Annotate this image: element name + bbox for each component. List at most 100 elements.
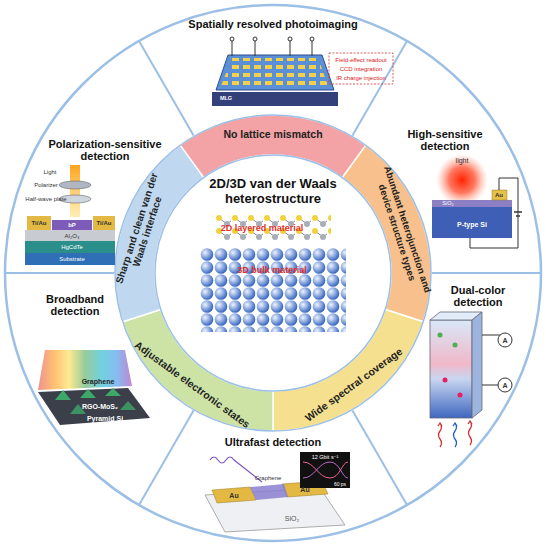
imaging-array xyxy=(312,40,313,56)
figure-label: Polarizer xyxy=(34,182,58,188)
figure-label: 3D bulk material xyxy=(237,266,307,275)
figure-label: Graphene xyxy=(82,378,115,385)
graphene-photodetector xyxy=(303,462,348,478)
property-label: No lattice mismatch xyxy=(203,129,343,141)
photodiode-device xyxy=(492,190,507,200)
sector-divider xyxy=(139,410,194,505)
sector-divider xyxy=(431,272,541,274)
figure-label: SiO₂ xyxy=(442,201,453,207)
figure-label: 60 ps xyxy=(334,482,346,487)
figure-label: Substrate xyxy=(59,256,85,262)
figure-label: A xyxy=(502,382,507,389)
bulk-lattice xyxy=(200,248,346,332)
application-sector: Ultrafast detection xyxy=(198,436,348,448)
figure-label: 12 Gbit s⁻¹ xyxy=(312,455,339,461)
photodiode-device xyxy=(436,154,488,206)
imaging-array xyxy=(216,55,334,90)
imaging-array xyxy=(230,37,234,41)
broadband-device xyxy=(55,390,71,400)
dual-band-detector xyxy=(443,378,448,383)
polarization-setup xyxy=(25,240,115,265)
sector-title: Spatially resolved photoimaging xyxy=(173,18,373,30)
sector-divider xyxy=(5,272,115,274)
figure-label: Ti/Au xyxy=(32,220,47,226)
dual-band-detector xyxy=(472,312,482,418)
figure-label: 2D layered material xyxy=(221,224,304,233)
figure-label: Au xyxy=(229,492,238,499)
figure-label: Light xyxy=(43,169,56,175)
graphene-photodetector xyxy=(250,484,288,500)
sector-divider xyxy=(352,41,407,136)
dual-band-detector xyxy=(458,393,463,398)
polarization-setup xyxy=(93,216,115,230)
imaging-array xyxy=(310,37,314,41)
dual-band-detector xyxy=(498,378,512,392)
application-sector: High-sensitive detection xyxy=(390,128,500,153)
imaging-array xyxy=(212,92,338,106)
layered-lattice xyxy=(215,215,331,241)
imaging-array xyxy=(290,40,291,56)
photodiode-device xyxy=(470,178,518,248)
imaging-array xyxy=(288,37,292,41)
photodiode-device xyxy=(432,200,512,207)
figure-label: Al₂O₃ xyxy=(65,233,80,239)
figure-label: RGO-MoS₂ xyxy=(82,403,118,410)
imaging-array xyxy=(221,58,328,86)
figure-label: Au xyxy=(495,192,503,198)
imaging-array xyxy=(212,37,393,106)
photodiode-device xyxy=(432,207,512,238)
figure-label: Au xyxy=(300,486,309,493)
center-heading: 2D/3D van der Waals heterostructure xyxy=(191,177,356,206)
broadband-device xyxy=(120,401,136,410)
outer-circle xyxy=(5,5,541,541)
sector-title: High-sensitive detection xyxy=(390,128,500,153)
imaging-array xyxy=(329,53,393,84)
dual-band-detector xyxy=(453,343,458,348)
sector-divider xyxy=(139,41,194,136)
figure-label: A xyxy=(502,337,507,344)
photodiode-device xyxy=(432,154,522,248)
broadband-device xyxy=(38,350,150,425)
dual-band-detector xyxy=(438,423,442,447)
figure-label: IR charge injection xyxy=(336,75,386,81)
polarization-setup xyxy=(25,230,115,241)
figure-label: MLG xyxy=(220,96,232,102)
broadband-device xyxy=(38,388,150,425)
figure-label: Graphene xyxy=(255,475,282,481)
dual-band-detector xyxy=(498,333,512,347)
polarization-setup xyxy=(27,216,51,230)
dual-band-detector xyxy=(438,333,443,338)
figure-label: CCD integration xyxy=(340,66,383,72)
application-sector: Broadband detection xyxy=(25,293,125,318)
figure-label: HgCdTe xyxy=(61,244,83,250)
bulk-lattice xyxy=(200,248,346,332)
figure-label: Half-wave plate xyxy=(25,196,66,202)
photodiode-device xyxy=(516,215,520,217)
graphene-photodetector xyxy=(300,452,350,488)
figure-label: light xyxy=(456,157,469,164)
imaging-array xyxy=(255,40,256,56)
figure-label: bP xyxy=(68,222,76,228)
dual-band-detector xyxy=(430,320,472,418)
photodiode-device xyxy=(514,211,522,213)
dual-band-detector xyxy=(430,312,512,447)
polarization-setup xyxy=(25,165,115,265)
polarization-setup xyxy=(25,241,115,253)
sector-title: Polarization-sensitive detection xyxy=(35,138,175,163)
graphene-photodetector xyxy=(205,452,350,532)
figure-label: P-type Si xyxy=(457,221,487,228)
figure-label: Pyramid Si xyxy=(87,415,123,422)
figure-label: SiO₂ xyxy=(285,515,299,522)
application-sector: Polarization-sensitive detection xyxy=(35,138,175,163)
application-sector: Spatially resolved photoimaging xyxy=(173,18,373,30)
polarization-setup xyxy=(52,220,92,230)
graphene-photodetector xyxy=(212,487,256,503)
dual-band-detector xyxy=(453,423,457,447)
figure-label: Ti/Au xyxy=(97,220,112,226)
polarization-setup xyxy=(59,181,91,189)
sector-divider xyxy=(352,410,407,505)
broadband-device xyxy=(38,350,132,390)
graphene-photodetector xyxy=(303,462,348,478)
property-band-segment: No lattice mismatch xyxy=(203,129,343,141)
